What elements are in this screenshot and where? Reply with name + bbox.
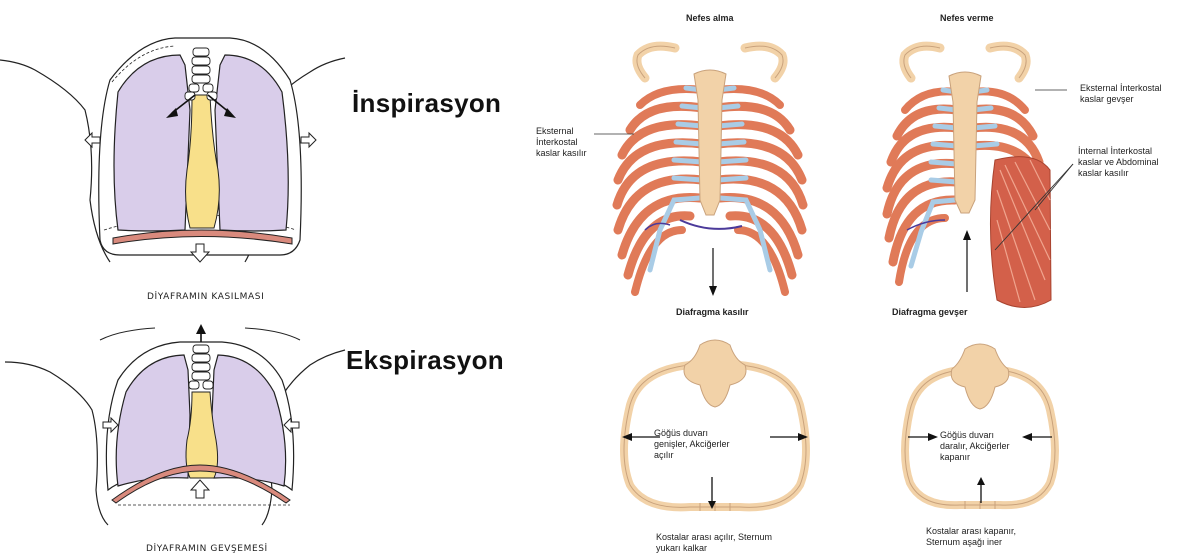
inspiration-title: İnspirasyon bbox=[352, 88, 501, 119]
exhale-diaphragm-label: Diafragma gevşer bbox=[892, 307, 968, 318]
inhale-ribcage bbox=[590, 30, 830, 320]
inhale-diaphragm-label: Diafragma kasılır bbox=[676, 307, 749, 318]
torso-inspiration-diagram bbox=[0, 0, 345, 300]
expiration-title: Ekspirasyon bbox=[346, 345, 504, 376]
exhale-ribcage bbox=[845, 30, 1085, 320]
inhale-bottom-label: Kostalar arası açılır, Sternum yukarı ka… bbox=[656, 532, 796, 554]
exhale-bottom-label: Kostalar arası kapanır, Sternum aşağı in… bbox=[926, 526, 1046, 548]
caption-diaphragm-relaxation: DİYAFRAMIN GEVŞEMESİ bbox=[146, 544, 268, 554]
exhale-external-label: Eksternal İnterkostal kaslar gevşer bbox=[1080, 83, 1170, 105]
inhale-external-label: Eksternal İnterkostal kaslar kasılır bbox=[536, 126, 592, 159]
exhale-wall-label: Göğüs duvarı daralır, Akciğerler kapanır bbox=[940, 430, 1020, 463]
caption-diaphragm-contraction: DİYAFRAMIN KASILMASI bbox=[147, 292, 264, 302]
exhale-column-title: Nefes verme bbox=[940, 13, 994, 23]
inhale-column-title: Nefes alma bbox=[686, 13, 734, 23]
inhale-wall-label: Göğüs duvarı genişler, Akciğerler açılır bbox=[654, 428, 734, 461]
exhale-internal-label: İnternal İnterkostal kaslar ve Abdominal… bbox=[1078, 146, 1178, 179]
torso-expiration-diagram bbox=[0, 300, 345, 540]
